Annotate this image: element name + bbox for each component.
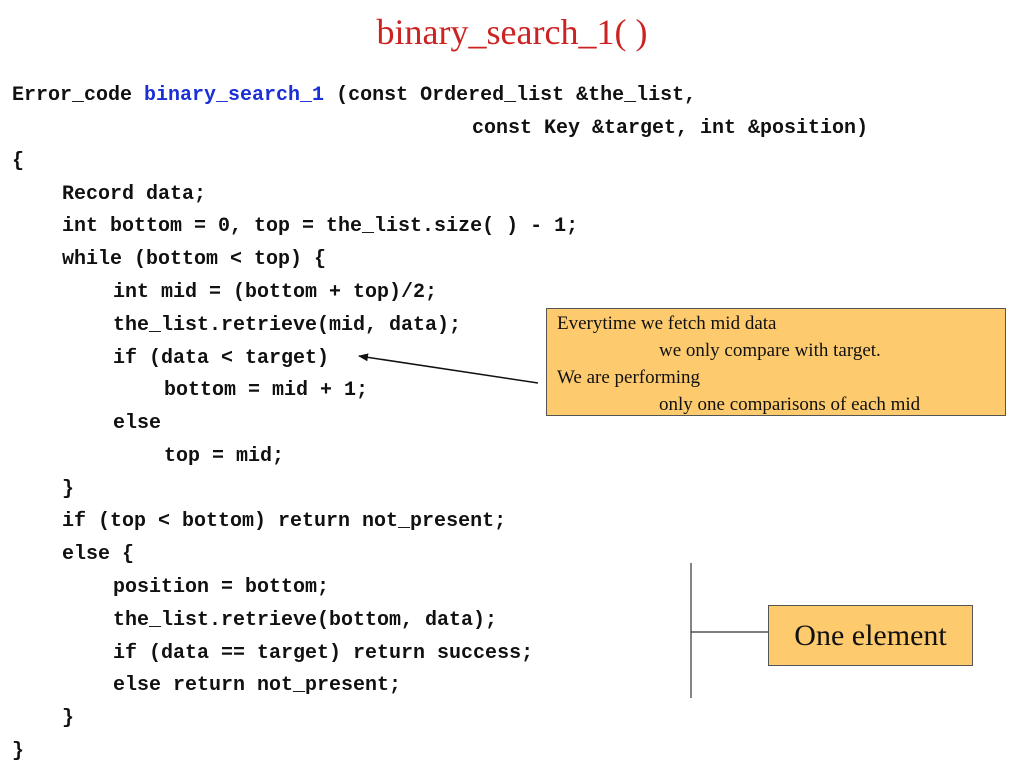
callout-line: only one comparisons of each mid [659, 394, 921, 415]
one-element-label: One element [768, 605, 973, 666]
slide-title: binary_search_1( ) [376, 12, 648, 52]
code-line: top = mid; [164, 445, 285, 468]
code-line: const Key &target, int &position) [472, 117, 869, 140]
code-line: } [12, 740, 25, 763]
code-line: while (bottom < top) { [62, 248, 327, 271]
code-line: else return not_present; [113, 674, 402, 697]
code-line: else [113, 412, 162, 435]
code-line-signature: Error_code binary_search_1 (const Ordere… [12, 84, 696, 108]
code-line: the_list.retrieve(mid, data); [113, 314, 462, 337]
code-line: if (data == target) return success; [113, 642, 534, 665]
code-line: position = bottom; [113, 576, 330, 599]
code-line: Record data; [62, 183, 207, 206]
code-line: bottom = mid + 1; [164, 379, 369, 402]
signature-params: (const Ordered_list &the_list, [324, 84, 697, 107]
code-line: int mid = (bottom + top)/2; [113, 281, 438, 304]
code-line: } [62, 478, 75, 501]
return-type: Error_code [12, 84, 145, 107]
callout-arrow [358, 353, 539, 384]
code-line-compare: if (data < target) [113, 347, 330, 370]
code-line: the_list.retrieve(bottom, data); [113, 609, 498, 632]
code-line: int bottom = 0, top = the_list.size( ) -… [62, 215, 579, 238]
callout-line: Everytime we fetch mid data [557, 313, 777, 334]
callout-line: we only compare with target. [659, 340, 881, 361]
callout-note: Everytime we fetch mid data we only comp… [546, 308, 1006, 416]
function-name: binary_search_1 [144, 84, 325, 107]
callout-line: We are performing [557, 367, 701, 388]
code-line: } [62, 707, 75, 730]
code-line: { [12, 150, 25, 173]
code-line: if (top < bottom) return not_present; [62, 510, 507, 533]
code-line: else { [62, 543, 135, 566]
